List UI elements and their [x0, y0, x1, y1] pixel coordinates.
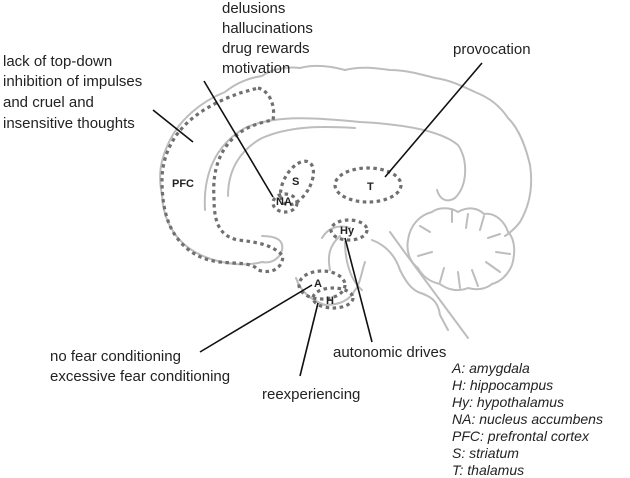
- label-hy: Hy: [340, 225, 355, 237]
- label-na: NA: [276, 196, 292, 208]
- annotation-amygdala: no fear conditioning excessive fear cond…: [50, 348, 230, 385]
- amygdala-region: [297, 269, 347, 301]
- nucleus-accumbens-region: [271, 192, 299, 214]
- annotation-line: inhibition of impulses: [3, 73, 142, 90]
- pfc-region: [160, 86, 285, 274]
- pointer-hypothalamus: [344, 237, 373, 343]
- pointer-hippocampus: [299, 302, 319, 377]
- annotation-line: no fear conditioning: [50, 348, 181, 365]
- annotation-hypothalamus: autonomic drives: [333, 344, 446, 361]
- label-h: H: [326, 295, 334, 307]
- annotation-reward: delusions hallucinations drug rewards mo…: [222, 0, 313, 77]
- pointer-na: [203, 80, 274, 198]
- legend: A: amygdala H: hippocampus Hy: hypothala…: [451, 360, 603, 478]
- cerebellum-folds: [417, 209, 511, 289]
- legend-item: Hy: hypothalamus: [452, 394, 564, 410]
- annotation-line: insensitive thoughts: [3, 115, 135, 132]
- pointer-thalamus: [384, 62, 483, 178]
- label-t: T: [367, 181, 374, 193]
- annotation-line: and cruel and: [3, 94, 94, 111]
- label-pfc: PFC: [172, 178, 194, 190]
- label-a: A: [314, 278, 322, 290]
- annotation-pfc: lack of top-down inhibition of impulses …: [3, 53, 142, 132]
- hypothalamus-region: [329, 218, 369, 242]
- annotation-line: motivation: [222, 60, 290, 77]
- label-s: S: [292, 176, 299, 188]
- legend-item: T: thalamus: [452, 462, 524, 478]
- annotation-line: hallucinations: [222, 20, 313, 37]
- legend-item: PFC: prefrontal cortex: [452, 428, 590, 444]
- annotation-line: delusions: [222, 0, 285, 17]
- annotation-hippocampus: reexperiencing: [262, 386, 360, 403]
- frontal-lobe-inner: [261, 235, 284, 264]
- striatum-region: [278, 159, 316, 207]
- hippocampus-region: [311, 286, 355, 310]
- annotation-line: drug rewards: [222, 40, 310, 57]
- legend-item: NA: nucleus accumbens: [452, 411, 603, 427]
- thalamus-region: [333, 166, 403, 204]
- annotation-line: excessive fear conditioning: [50, 368, 230, 385]
- brainstem-outline: [295, 225, 469, 339]
- legend-item: A: amygdala: [451, 360, 530, 376]
- legend-item: S: striatum: [452, 445, 519, 461]
- pointer-pfc: [152, 109, 194, 143]
- corpus-callosum: [203, 117, 467, 211]
- annotation-thalamus: provocation: [453, 41, 531, 58]
- corpus-callosum-inner: [227, 126, 356, 197]
- annotation-line: lack of top-down: [3, 53, 112, 70]
- pointer-amygdala: [199, 284, 313, 353]
- cerebrum-outline: [159, 64, 533, 266]
- legend-item: H: hippocampus: [452, 377, 553, 393]
